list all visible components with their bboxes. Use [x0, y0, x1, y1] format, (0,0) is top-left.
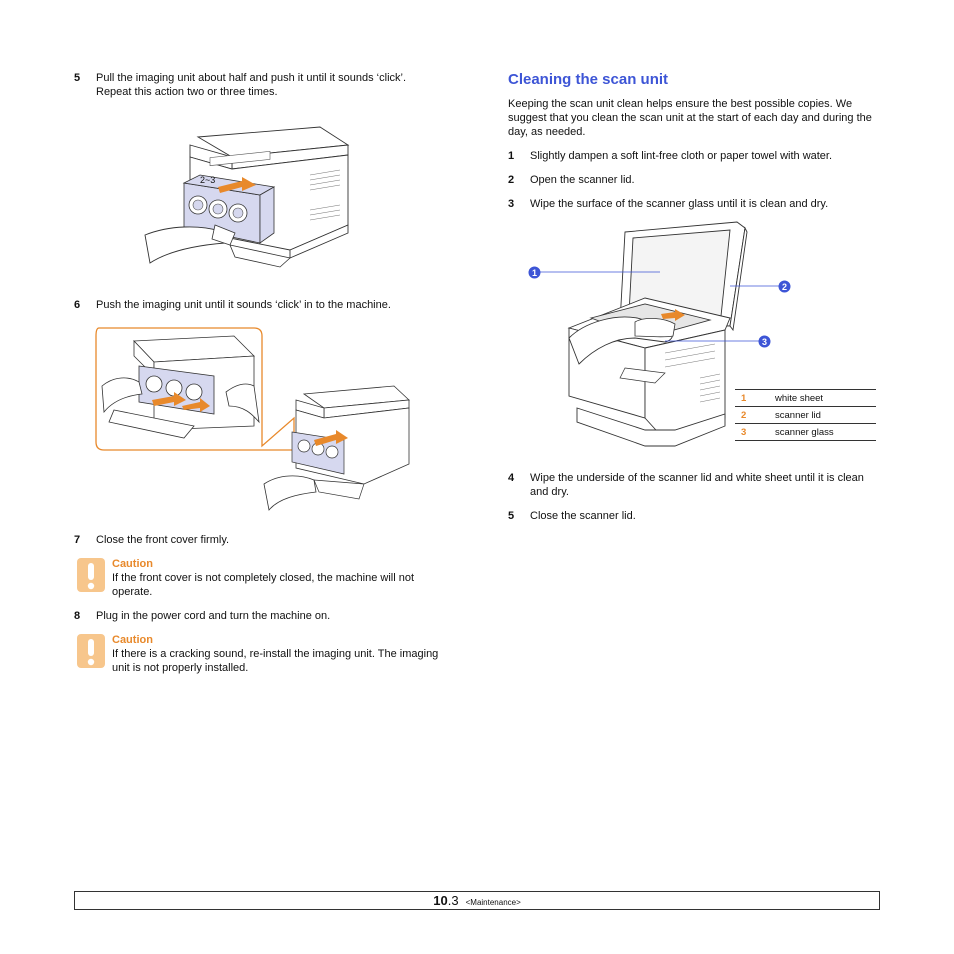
step-number: 1 [508, 150, 515, 162]
step-text: Wipe the surface of the scanner glass un… [530, 198, 829, 210]
callout-2-number: 2 [782, 282, 787, 292]
page-number-major: 10 [433, 893, 448, 908]
step-text: Push the imaging unit until it sounds ‘c… [96, 299, 391, 311]
legend-number: 3 [735, 423, 775, 441]
callout-legend: 1 white sheet 2 scanner lid 3 scanner gl… [735, 389, 876, 441]
caution-text: If there is a cracking sound, re-install… [112, 648, 439, 674]
caution-icon [77, 634, 105, 668]
legend-label: white sheet [775, 389, 876, 407]
step-number: 5 [508, 510, 515, 522]
legend-label: scanner lid [775, 406, 876, 424]
caution-title: Caution [112, 558, 153, 570]
step-5: 5 Pull the imaging unit about half and p… [74, 71, 444, 99]
legend-row: 3 scanner glass [735, 423, 876, 441]
repeat-count-label: 2~3 [200, 175, 215, 185]
scan-step-1: 1 Slightly dampen a soft lint-free cloth… [508, 149, 878, 163]
caution-text: If the front cover is not completely clo… [112, 572, 415, 598]
legend-row: 2 scanner lid [735, 406, 876, 424]
callout-1-number: 1 [532, 268, 537, 278]
callout-3-number: 3 [762, 337, 767, 347]
step-7: 7 Close the front cover firmly. [74, 533, 444, 547]
step-text: Pull the imaging unit about half and pus… [96, 72, 407, 98]
step-number: 6 [74, 299, 81, 311]
step-text: Open the scanner lid. [530, 174, 635, 186]
scanner-cleaning-illustration [567, 221, 748, 447]
step-6: 6 Push the imaging unit until it sounds … [74, 298, 444, 312]
step-number: 5 [74, 72, 81, 84]
step-number: 4 [508, 472, 515, 484]
page-number-minor: .3 [447, 893, 459, 908]
step-text: Slightly dampen a soft lint-free cloth o… [530, 150, 833, 162]
intro-paragraph: Keeping the scan unit clean helps ensure… [508, 98, 872, 138]
imaging-unit-pull-illustration: 2~3 [144, 126, 350, 268]
caution-note-cover: Caution If the front cover is not comple… [76, 557, 446, 599]
legend-row: 1 white sheet [735, 389, 876, 407]
callout-badge-3: 3 [758, 335, 771, 348]
section-title: Cleaning the scan unit [508, 71, 669, 88]
step-text: Plug in the power cord and turn the mach… [96, 610, 331, 622]
step-number: 3 [508, 198, 515, 210]
step-text: Close the front cover firmly. [96, 534, 230, 546]
step-number: 7 [74, 534, 81, 546]
legend-number: 2 [735, 406, 775, 424]
step-number: 2 [508, 174, 515, 186]
chapter-name: <Maintenance> [465, 898, 521, 907]
callout-badge-2: 2 [778, 280, 791, 293]
scan-step-2: 2 Open the scanner lid. [508, 173, 878, 187]
step-text: Close the scanner lid. [530, 510, 636, 522]
caution-title: Caution [112, 634, 153, 646]
legend-number: 1 [735, 389, 775, 407]
step-number: 8 [74, 610, 81, 622]
callout-leaders [537, 271, 779, 342]
scan-step-3: 3 Wipe the surface of the scanner glass … [508, 197, 878, 211]
step-text: Wipe the underside of the scanner lid an… [530, 472, 864, 498]
page-footer: 10.3 <Maintenance> [74, 891, 880, 910]
imaging-unit-push-illustration [95, 327, 410, 511]
scan-step-4: 4 Wipe the underside of the scanner lid … [508, 471, 878, 499]
caution-note-cracking: Caution If there is a cracking sound, re… [76, 633, 446, 675]
scan-step-5: 5 Close the scanner lid. [508, 509, 878, 523]
step-8: 8 Plug in the power cord and turn the ma… [74, 609, 444, 623]
callout-badge-1: 1 [528, 266, 541, 279]
caution-icon [77, 558, 105, 592]
legend-label: scanner glass [775, 423, 876, 441]
